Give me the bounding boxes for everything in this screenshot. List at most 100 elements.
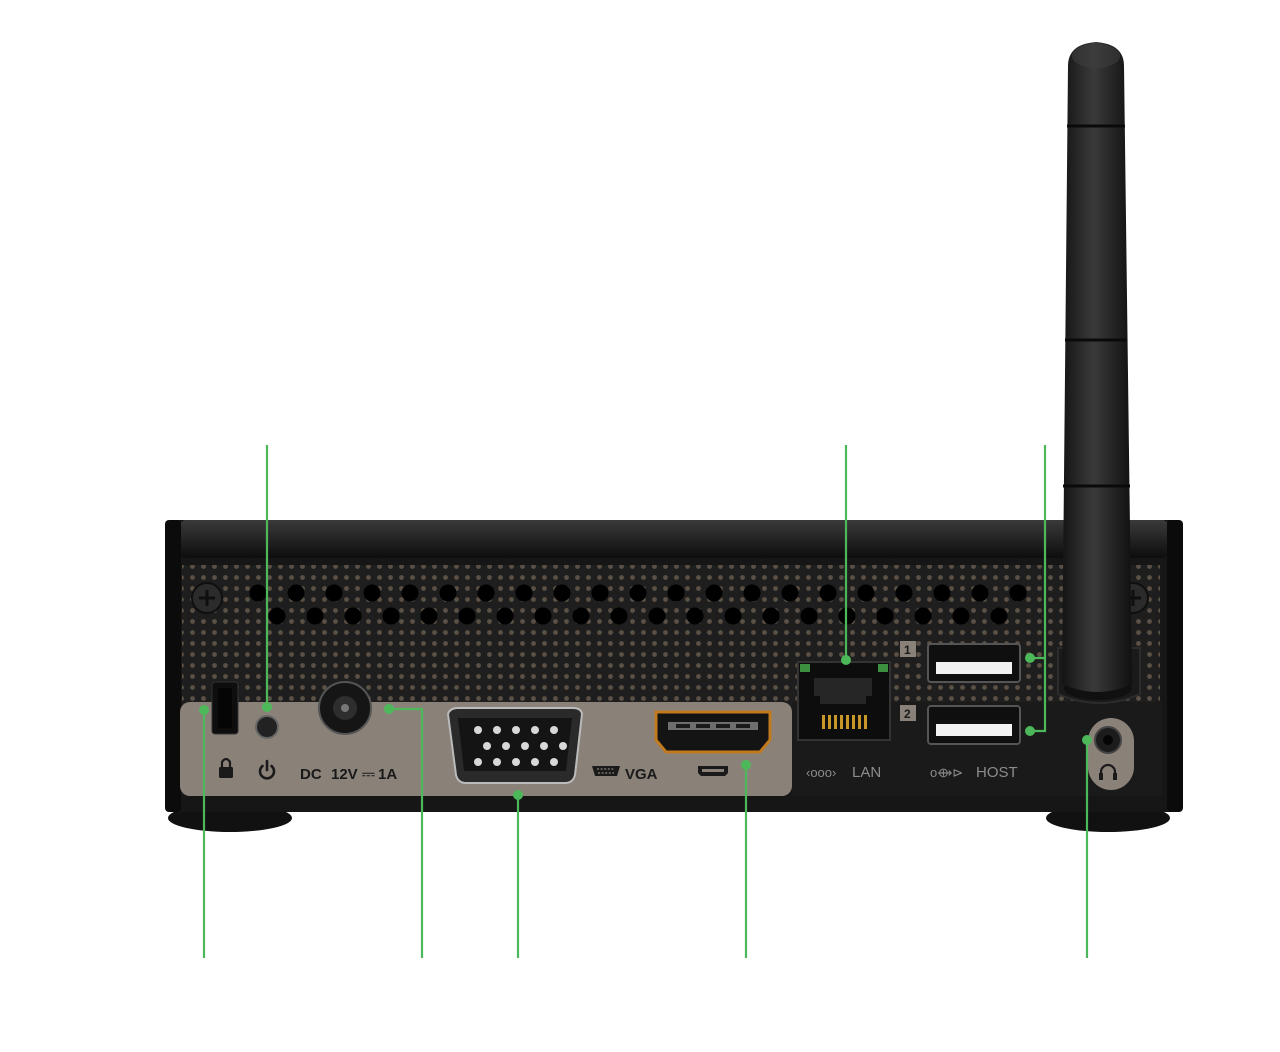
- vga-pins: [474, 726, 567, 766]
- vent-hole: [477, 584, 495, 602]
- vent-hole: [344, 607, 362, 625]
- callout-dot-usb-2: [1025, 726, 1035, 736]
- vent-hole: [249, 584, 267, 602]
- vent-hole: [686, 607, 704, 625]
- vent-hole: [667, 584, 685, 602]
- vent-hole: [819, 584, 837, 602]
- vga-pin: [493, 758, 501, 766]
- audio-jack[interactable]: [1088, 718, 1134, 790]
- vga-pin: [493, 726, 501, 734]
- usb-port-1[interactable]: [927, 643, 1021, 683]
- vent-hole: [876, 607, 894, 625]
- host-label: HOST: [976, 764, 1018, 781]
- vga-pin: [531, 726, 539, 734]
- callout-dot-usb-1: [1025, 653, 1035, 663]
- vent-hole: [515, 584, 533, 602]
- callout-dot-power: [262, 702, 272, 712]
- vga-pin: [512, 758, 520, 766]
- vent-hole: [306, 607, 324, 625]
- vent-hole: [648, 607, 666, 625]
- vent-hole: [857, 584, 875, 602]
- lan-port[interactable]: [797, 661, 891, 741]
- hdmi-port[interactable]: [654, 710, 772, 754]
- lock-slot[interactable]: [211, 681, 239, 735]
- callout-dot-lan: [841, 655, 851, 665]
- vent-hole: [610, 607, 628, 625]
- callout-dots: [199, 653, 1092, 800]
- vent-hole: [629, 584, 647, 602]
- vga-pin: [550, 758, 558, 766]
- voltage-label: 12V: [331, 766, 358, 783]
- lan-pin: [834, 715, 837, 729]
- vga-icon: [592, 766, 620, 776]
- usb-port-number-1-badge: [900, 641, 916, 657]
- callout-dot-vga: [513, 790, 523, 800]
- power-button[interactable]: [255, 715, 279, 739]
- vent-hole: [420, 607, 438, 625]
- lock-icon: [219, 757, 233, 778]
- vent-holes: [249, 584, 1027, 625]
- antenna: [1062, 42, 1132, 692]
- vent-hole: [591, 584, 609, 602]
- vent-hole: [1009, 584, 1027, 602]
- vga-pin: [531, 758, 539, 766]
- vga-port[interactable]: [446, 707, 584, 784]
- vent-hole: [268, 607, 286, 625]
- vent-hole: [325, 584, 343, 602]
- dc-symbol: ⎓: [362, 766, 375, 783]
- headphones-icon: [1099, 763, 1117, 780]
- vent-hole: [914, 607, 932, 625]
- vga-pin: [521, 742, 529, 750]
- vent-hole: [990, 607, 1008, 625]
- vga-pin: [550, 726, 558, 734]
- lan-pin: [864, 715, 867, 729]
- dc-label: DC: [300, 766, 322, 783]
- dc-jack[interactable]: [318, 681, 372, 735]
- usb-port-number-2: 2: [904, 707, 911, 721]
- hdmi-icon: [698, 766, 728, 776]
- vga-pin: [559, 742, 567, 750]
- callout-dot-audio: [1082, 735, 1092, 745]
- vent-hole: [572, 607, 590, 625]
- callout-dot-dc: [384, 704, 394, 714]
- usb-port-2[interactable]: [927, 705, 1021, 745]
- power-icon: [258, 759, 276, 780]
- vga-pin: [474, 726, 482, 734]
- vent-hole: [933, 584, 951, 602]
- chassis-top-lip: [180, 520, 1168, 558]
- callout-dc-jack: [389, 707, 424, 958]
- callout-dot-lock: [199, 705, 209, 715]
- lan-pin: [858, 715, 861, 729]
- usb-port-number-2-badge: [900, 705, 916, 721]
- vent-hole: [534, 607, 552, 625]
- lan-label: LAN: [852, 764, 881, 781]
- usb-symbol: o⟴⊳: [930, 765, 963, 780]
- vent-hole: [496, 607, 514, 625]
- vent-hole: [553, 584, 571, 602]
- vent-hole: [800, 607, 818, 625]
- lan-pin: [846, 715, 849, 729]
- lan-pin: [840, 715, 843, 729]
- vent-hole: [401, 584, 419, 602]
- vga-pin: [502, 742, 510, 750]
- lan-symbol: ‹ooo›: [806, 765, 836, 780]
- vent-hole: [971, 584, 989, 602]
- vga-pin: [483, 742, 491, 750]
- vga-pin: [540, 742, 548, 750]
- vent-hole: [439, 584, 457, 602]
- vent-hole: [762, 607, 780, 625]
- vga-label: VGA: [625, 766, 658, 783]
- lan-pin: [822, 715, 825, 729]
- usb-port-number-1: 1: [904, 643, 911, 657]
- vga-pin: [512, 726, 520, 734]
- screw-left: [191, 582, 223, 614]
- vent-hole: [705, 584, 723, 602]
- current-label: 1A: [378, 766, 397, 783]
- vent-hole: [743, 584, 761, 602]
- vent-hole: [363, 584, 381, 602]
- lan-pin: [828, 715, 831, 729]
- vent-hole: [287, 584, 305, 602]
- vga-pin: [474, 758, 482, 766]
